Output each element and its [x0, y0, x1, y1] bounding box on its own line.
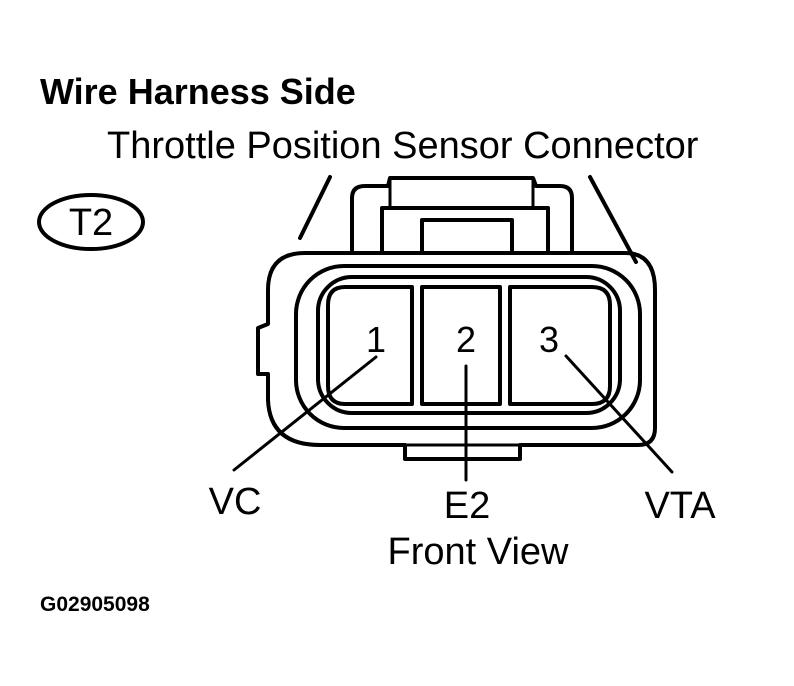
wire-boot-right — [588, 175, 638, 264]
leader-line-1 — [232, 355, 378, 472]
inner-rim — [294, 264, 642, 430]
connector-housing — [256, 175, 657, 461]
cavity-1 — [326, 285, 414, 406]
outer-shell — [256, 251, 657, 461]
connector-tag-badge: T2 — [37, 193, 145, 251]
pin-number-2: 2 — [456, 319, 476, 360]
diagram-heading: Wire Harness Side — [40, 71, 356, 112]
latch-inner — [380, 206, 550, 255]
latch-tab — [420, 218, 514, 255]
view-label: Front View — [388, 531, 569, 573]
signal-label-3: VTA — [644, 485, 716, 527]
wire-boot-left — [298, 175, 332, 240]
leader-line-3 — [564, 354, 674, 474]
connector-tag: T2 — [69, 202, 113, 244]
signal-label-2: E2 — [444, 485, 490, 527]
latch-rails — [388, 176, 535, 210]
latch-outer — [350, 176, 574, 255]
figure-code: G02905098 — [40, 593, 150, 616]
cavity-3 — [508, 285, 612, 406]
cavity-2 — [420, 285, 502, 406]
pin-number-3: 3 — [539, 319, 559, 360]
pin-number-1: 1 — [366, 319, 386, 360]
connector-name: Throttle Position Sensor Connector — [107, 125, 699, 167]
tag-ellipse — [37, 193, 145, 251]
signal-label-1: VC — [209, 481, 262, 523]
cavity-frame — [316, 275, 622, 415]
